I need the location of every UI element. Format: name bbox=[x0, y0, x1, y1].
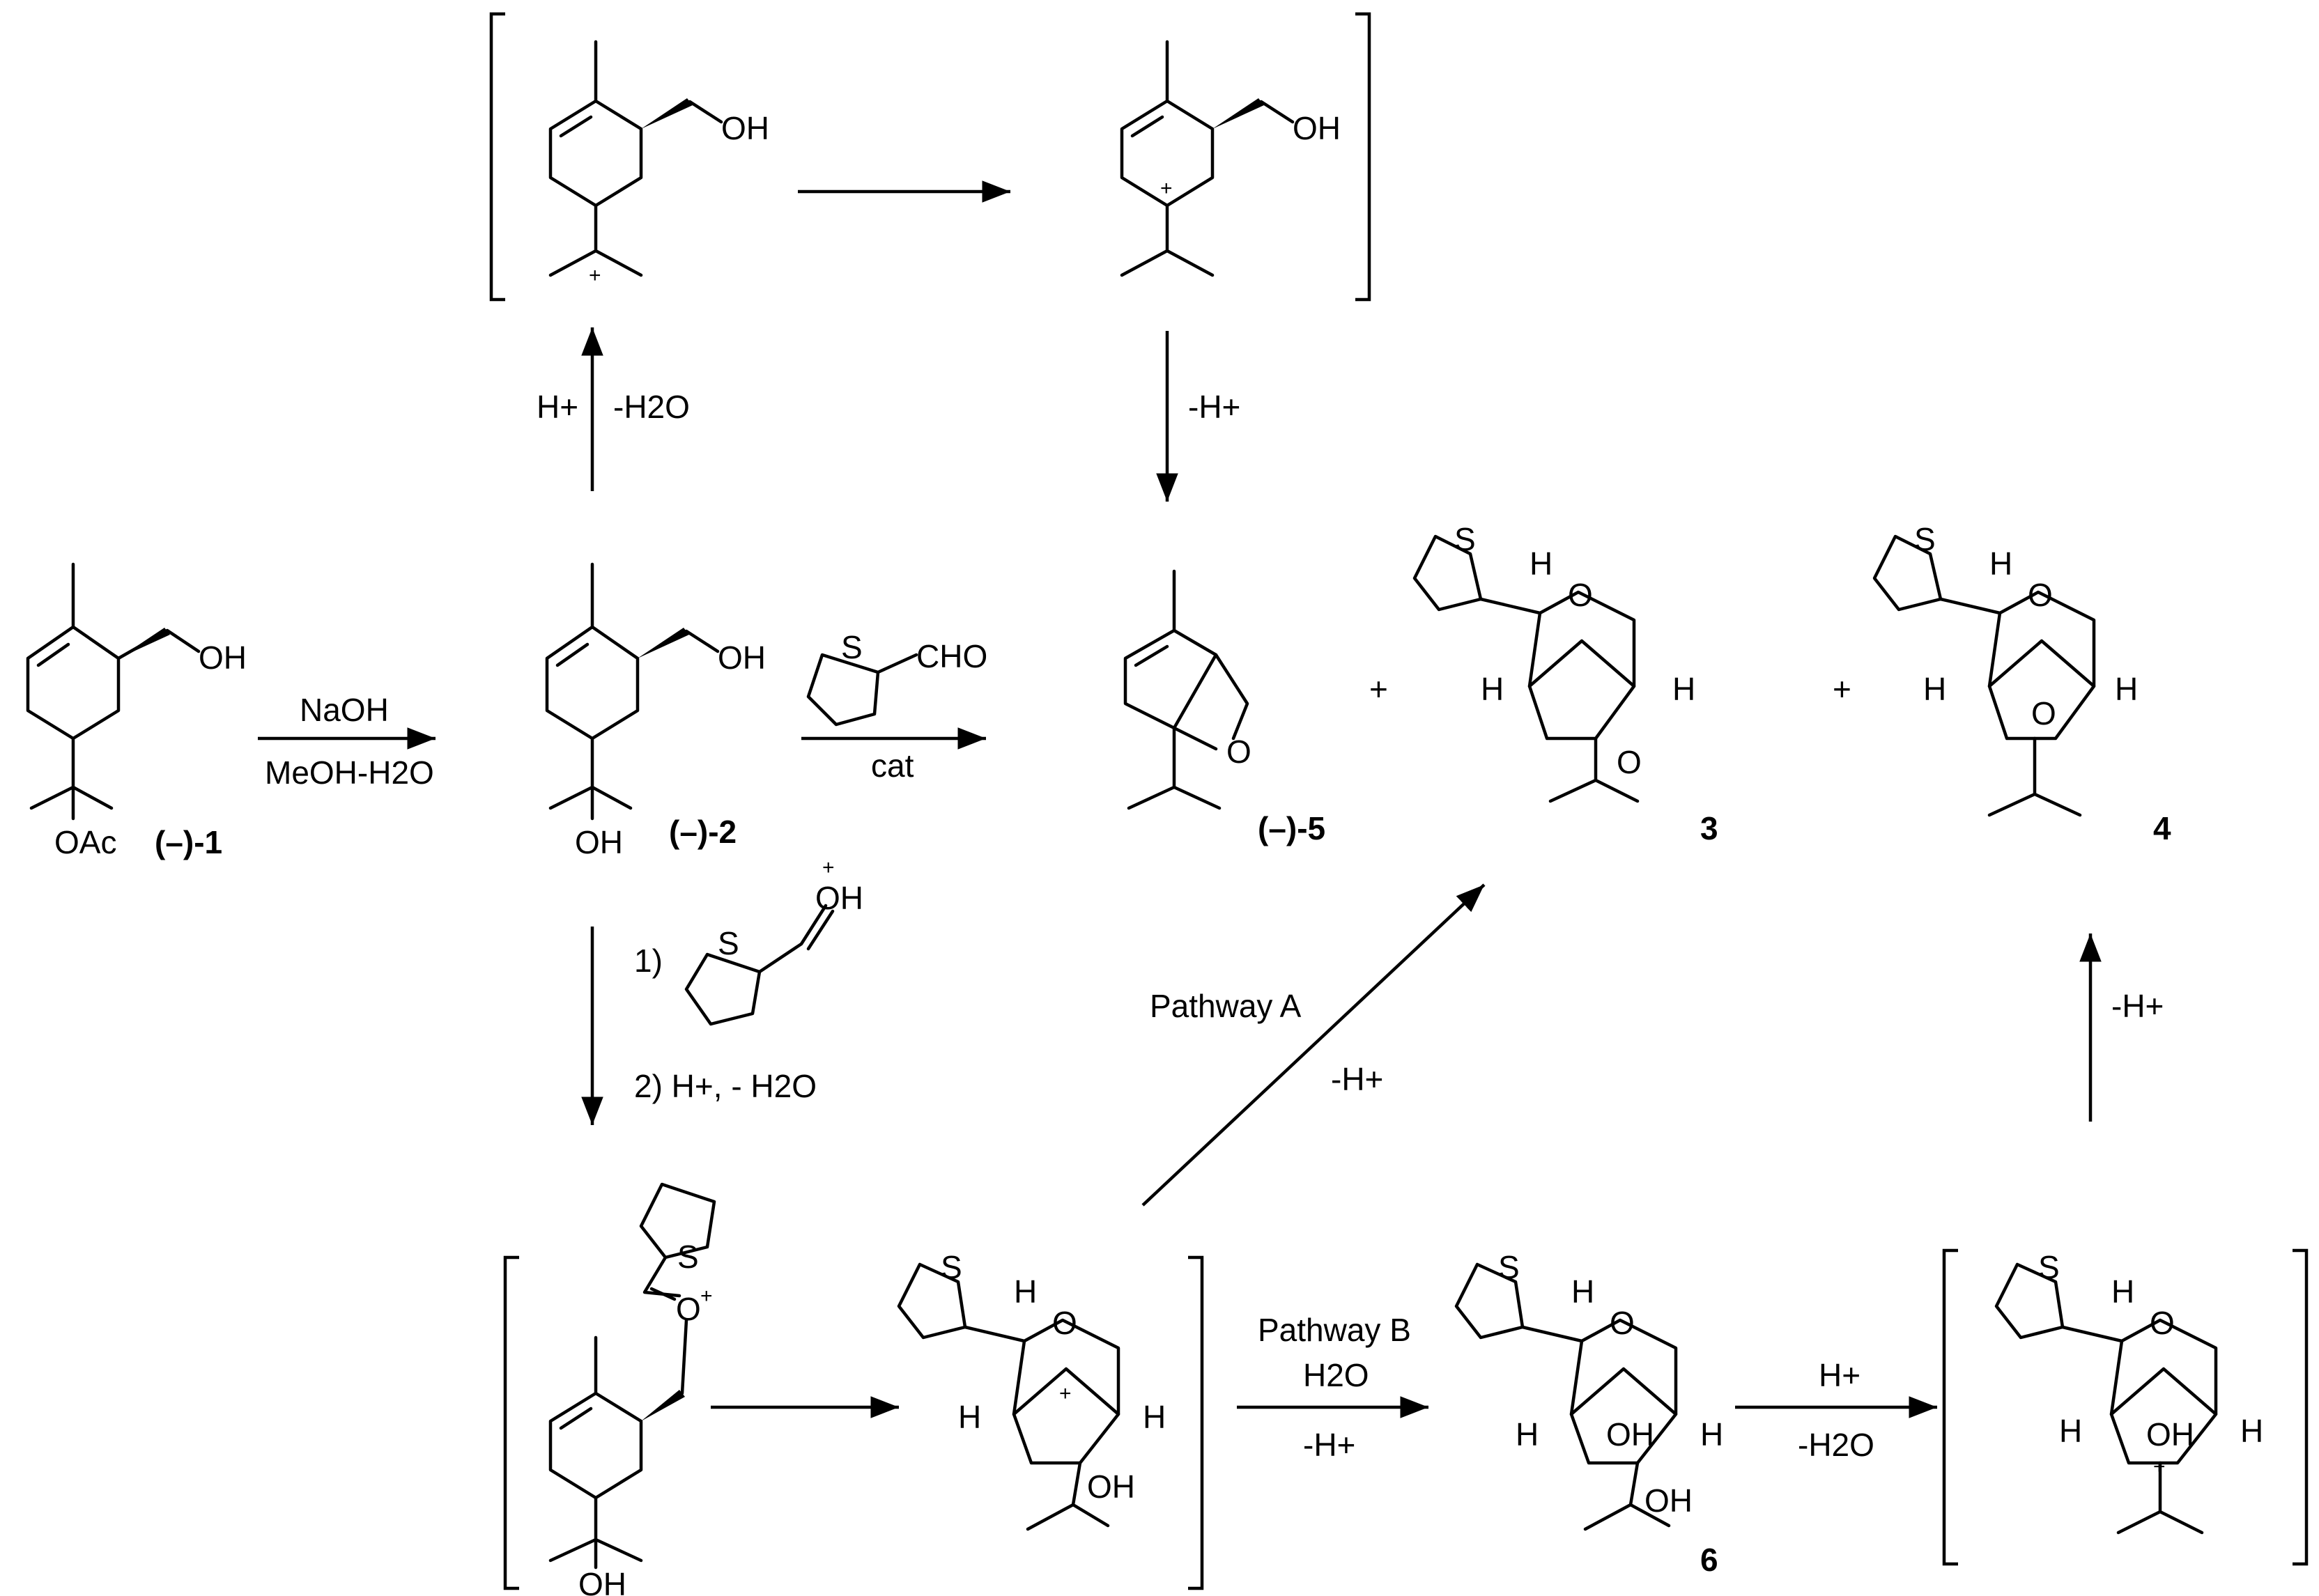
cation-a-structure: OH + bbox=[548, 40, 769, 287]
reagent-h-plus-bottom: H+ bbox=[1819, 1357, 1860, 1393]
aldehyde-cho: CHO bbox=[916, 638, 987, 674]
reagent-minus-h-plus: -H+ bbox=[1188, 389, 1240, 425]
protonated-oh: OH bbox=[815, 880, 863, 916]
label-pathway-b: Pathway B bbox=[1258, 1312, 1411, 1348]
tertiary-cation-plus: + bbox=[2153, 1455, 2166, 1478]
reagent-naoh: NaOH bbox=[300, 692, 389, 728]
compound-4-h-left: H bbox=[1923, 671, 1946, 707]
compound-6-structure: S H O OH H H OH 6 bbox=[1454, 1249, 1723, 1578]
compound-1-label: (–)-1 bbox=[155, 824, 222, 860]
compound-5-o: O bbox=[1226, 734, 1251, 770]
oxocarbenium-structure: S O + OH bbox=[548, 1182, 716, 1596]
bracket-bottom-left bbox=[503, 1255, 519, 1590]
plus-sign-1: + bbox=[1369, 671, 1388, 707]
compound-3-o-bottom: O bbox=[1617, 744, 1642, 780]
cation-b-oh: OH bbox=[1293, 110, 1341, 146]
compound-6-oh: OH bbox=[1644, 1482, 1693, 1519]
compound-4-s: S bbox=[1914, 521, 1936, 557]
aldehyde-s: S bbox=[841, 629, 863, 665]
bracket-top-left bbox=[489, 12, 505, 302]
tertiary-cation-structure: S H O OH H H + bbox=[1994, 1249, 2263, 1535]
bicyclic-cation-h-top: H bbox=[1014, 1273, 1037, 1310]
bicyclic-cation-oh: OH bbox=[1087, 1469, 1135, 1505]
cation-a-oh: OH bbox=[721, 110, 769, 146]
tertiary-cation-s: S bbox=[2038, 1249, 2060, 1285]
compound-4-o-top: O bbox=[2028, 577, 2053, 613]
label-pathway-b-cond: -H+ bbox=[1303, 1427, 1355, 1463]
compound-5-label: (–)-5 bbox=[1258, 810, 1325, 846]
compound-3-s: S bbox=[1454, 521, 1476, 557]
compound-3-h-left: H bbox=[1481, 671, 1504, 707]
compound-6-label: 6 bbox=[1700, 1542, 1718, 1578]
cation-a-plus: + bbox=[589, 264, 601, 287]
cation-b-structure: OH + bbox=[1120, 40, 1341, 277]
tertiary-cation-o: O bbox=[2150, 1305, 2175, 1341]
tertiary-cation-oh: OH bbox=[2146, 1416, 2194, 1452]
reagent-minus-h2o-bottom: -H2O bbox=[1798, 1427, 1874, 1463]
compound-6-oh-bridge: OH bbox=[1606, 1416, 1654, 1452]
tertiary-cation-h-left: H bbox=[2059, 1413, 2082, 1449]
compound-5-structure: O (–)-5 bbox=[1123, 569, 1325, 846]
compound-3-h-right: H bbox=[1672, 671, 1695, 707]
bicyclic-cation-plus: + bbox=[1059, 1382, 1072, 1405]
oxocarbenium-plus: + bbox=[700, 1285, 713, 1308]
reagent-to-4: -H+ bbox=[2111, 988, 2164, 1024]
compound-6-h-left: H bbox=[1516, 1416, 1539, 1452]
compound-4-o-bridge: O bbox=[2031, 695, 2056, 731]
compound-2-oh-lower: OH bbox=[575, 824, 623, 860]
compound-3-structure: S H O H H O 3 bbox=[1412, 521, 1718, 846]
compound-6-h-top: H bbox=[1571, 1273, 1594, 1310]
protonated-plus: + bbox=[822, 856, 835, 879]
thiophene-aldehyde-structure: S CHO bbox=[806, 629, 987, 727]
label-pathway-a: Pathway A bbox=[1150, 988, 1302, 1024]
plus-sign-2: + bbox=[1833, 671, 1851, 707]
reagent-step-1: 1) bbox=[634, 943, 663, 979]
reagent-h-plus: H+ bbox=[537, 389, 578, 425]
bracket-top-right bbox=[1355, 12, 1371, 302]
reagent-meoh-h2o: MeOH-H2O bbox=[265, 754, 434, 791]
compound-2-label: (–)-2 bbox=[669, 814, 737, 850]
reagent-cat: cat bbox=[871, 747, 914, 784]
compound-2-structure: OH OH (–)-2 bbox=[545, 562, 766, 860]
compound-6-h-right: H bbox=[1700, 1416, 1723, 1452]
compound-6-s: S bbox=[1498, 1249, 1520, 1285]
compound-4-h-right: H bbox=[2115, 671, 2138, 707]
reagent-minus-h2o: -H2O bbox=[613, 389, 690, 425]
compound-6-o: O bbox=[1610, 1305, 1635, 1341]
bracket-bottom-right-close bbox=[2293, 1248, 2309, 1566]
protonated-s: S bbox=[718, 925, 739, 961]
bicyclic-cation-o: O bbox=[1052, 1305, 1077, 1341]
compound-4-structure: S H O H H O 4 bbox=[1872, 521, 2171, 846]
oxocarbenium-s: S bbox=[677, 1239, 699, 1275]
bicyclic-cation-h-left: H bbox=[958, 1399, 981, 1435]
protonated-aldehyde-structure: S OH + bbox=[684, 856, 863, 1026]
compound-3-label: 3 bbox=[1700, 810, 1718, 846]
compound-4-h-top: H bbox=[1989, 545, 2012, 582]
compound-1-structure: OH OAc (–)-1 bbox=[26, 562, 247, 860]
label-pathway-b-water: H2O bbox=[1303, 1357, 1369, 1393]
compound-1-oac: OAc bbox=[54, 824, 116, 860]
cation-b-plus: + bbox=[1160, 177, 1173, 200]
tertiary-cation-h-right: H bbox=[2240, 1413, 2263, 1449]
bicyclic-cation-h-right: H bbox=[1143, 1399, 1166, 1435]
bracket-bottom-right bbox=[1942, 1248, 1958, 1566]
compound-1-oh: OH bbox=[199, 640, 247, 676]
reagent-step-2: 2) H+, - H2O bbox=[634, 1068, 817, 1104]
label-pathway-a-cond: -H+ bbox=[1331, 1061, 1383, 1097]
bracket-bottom-left-close bbox=[1188, 1255, 1204, 1590]
compound-4-label: 4 bbox=[2153, 810, 2171, 846]
compound-2-oh: OH bbox=[718, 640, 766, 676]
compound-3-o-top: O bbox=[1568, 577, 1593, 613]
bicyclic-cation-structure: S H O + H H OH bbox=[897, 1249, 1166, 1531]
bicyclic-cation-s: S bbox=[941, 1249, 962, 1285]
tertiary-cation-h-top: H bbox=[2111, 1273, 2134, 1310]
oxocarbenium-oh: OH bbox=[578, 1566, 626, 1596]
oxocarbenium-o: O bbox=[676, 1291, 701, 1327]
arrow-pathway-a bbox=[1141, 883, 1486, 1207]
compound-3-h-top: H bbox=[1530, 545, 1553, 582]
